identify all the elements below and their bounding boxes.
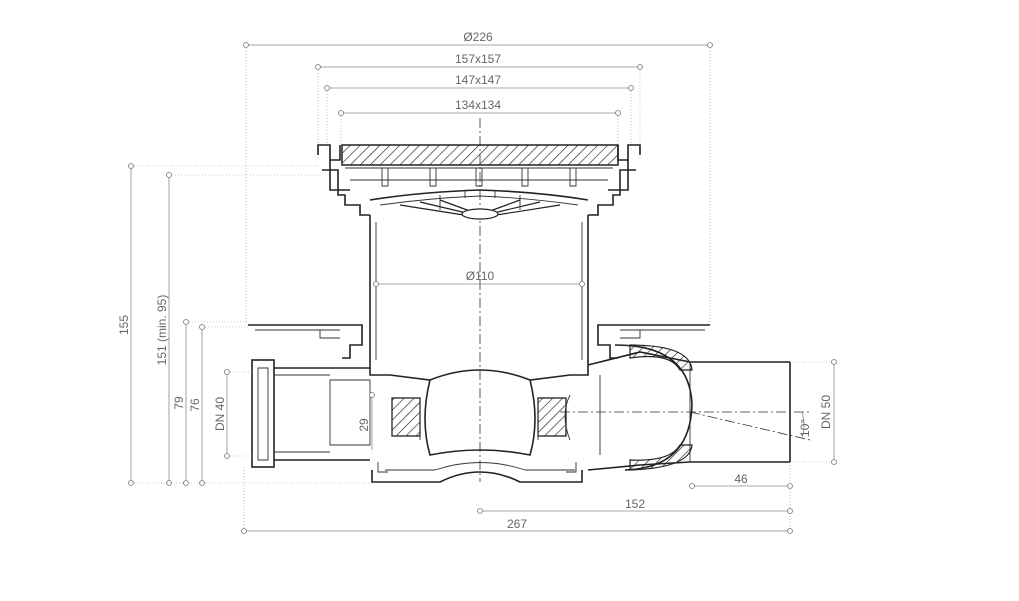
dimension-label-151: 151 (min. 95) <box>155 295 169 366</box>
dimension-label-29: 29 <box>357 418 371 432</box>
dimension-square-134: 134x134 <box>338 98 621 145</box>
dimension-label-147: 147x147 <box>455 73 501 87</box>
dimension-label-152: 152 <box>625 497 645 511</box>
dimension-label-76: 76 <box>188 398 202 412</box>
dimension-label-10-degrees: 10° <box>798 419 812 437</box>
dimension-label-157: 157x157 <box>455 52 501 66</box>
dimension-label-226: Ø226 <box>463 30 493 44</box>
dimension-square-147: 147x147 <box>324 73 634 150</box>
dimension-label-dn50: DN 50 <box>819 395 833 429</box>
dimension-label-267: 267 <box>507 517 527 531</box>
dimension-label-110: Ø110 <box>466 269 495 283</box>
vertical-pipe-110: Ø110 <box>369 215 589 365</box>
vertical-dimensions-left: 155 151 (min. 95) 79 76 <box>117 163 372 486</box>
dimension-label-79: 79 <box>172 396 186 410</box>
dimension-label-134: 134x134 <box>455 98 501 112</box>
dimension-label-155: 155 <box>117 315 131 335</box>
dimension-square-157: 157x157 <box>315 52 643 160</box>
drain-grate <box>317 144 641 216</box>
bottom-dimensions: 46 152 267 <box>241 462 793 534</box>
outlet-pipe-dn50: 10° DN 50 <box>560 344 837 471</box>
dimension-diameter-226: Ø226 <box>243 30 713 325</box>
dimension-label-dn40: DN 40 <box>213 397 227 431</box>
dimension-label-46: 46 <box>734 472 748 486</box>
inlet-pipe-dn40: DN 40 29 <box>213 359 375 468</box>
odour-trap-bell <box>369 189 589 220</box>
sealing-flange <box>248 324 710 359</box>
trap-body <box>369 365 589 483</box>
